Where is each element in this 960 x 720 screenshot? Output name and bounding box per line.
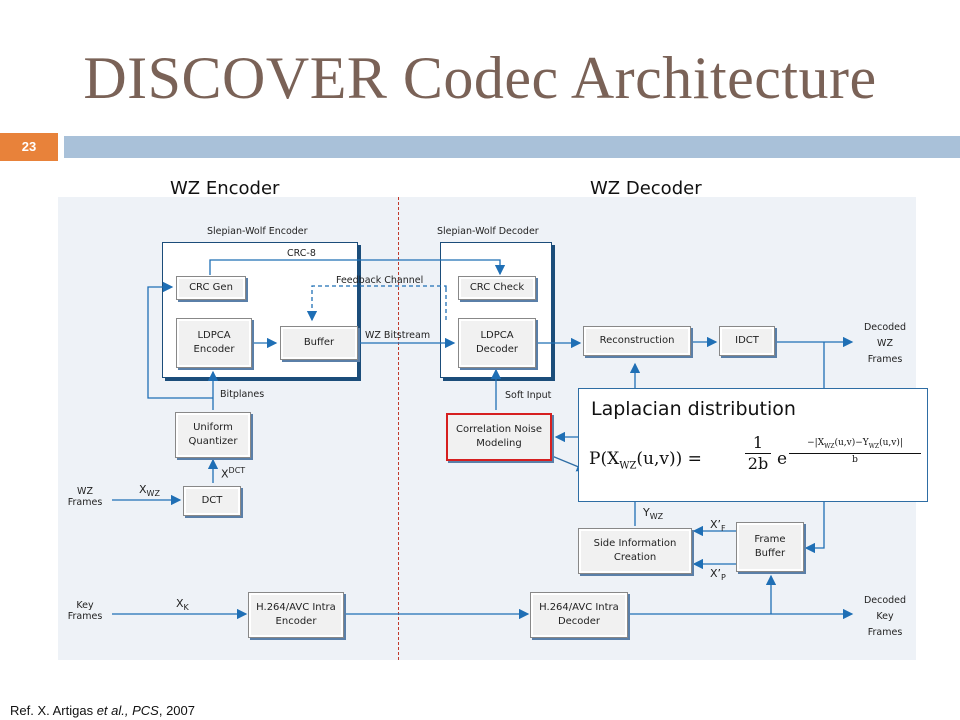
encoder-heading: WZ Encoder: [170, 178, 280, 199]
x-wz-label: XWZ: [139, 483, 160, 499]
h264-intra-encoder-block: H.264/AVC Intra Encoder: [248, 592, 344, 638]
slide-title: DISCOVER Codec Architecture: [83, 45, 877, 111]
soft-input-label: Soft Input: [505, 390, 552, 401]
bitplanes-label: Bitplanes: [220, 389, 265, 400]
uniform-quantizer-block: Uniform Quantizer: [175, 412, 251, 458]
sw-decoder-label: Slepian-Wolf Decoder: [437, 226, 539, 237]
dct-block: DCT: [183, 486, 241, 516]
y-wz-label: YWZ: [643, 506, 664, 522]
reference-citation: Ref. X. Artigas et al., PCS, 2007: [10, 703, 195, 718]
x-f-label: X’F: [710, 518, 726, 534]
side-information-creation-block: Side Information Creation: [578, 528, 692, 574]
ldpca-decoder-block: LDPCA Decoder: [458, 318, 536, 368]
correlation-noise-modeling-block: Correlation Noise Modeling: [446, 413, 552, 461]
crc8-label: CRC-8: [287, 248, 316, 259]
crc-check-block: CRC Check: [458, 276, 536, 300]
x-p-label: X’P: [710, 567, 726, 583]
x-dct-label: XDCT: [221, 466, 246, 481]
buffer-block: Buffer: [280, 326, 358, 360]
wz-bitstream-label: WZ Bitstream: [365, 330, 431, 341]
header-bar: [64, 136, 960, 158]
laplacian-title: Laplacian distribution: [591, 398, 796, 420]
page-number: 23: [0, 133, 58, 161]
feedback-channel-label: Feedback Channel: [336, 275, 424, 286]
decoder-heading: WZ Decoder: [590, 178, 702, 199]
h264-intra-decoder-block: H.264/AVC Intra Decoder: [530, 592, 628, 638]
x-k-label: XK: [176, 597, 189, 613]
frame-buffer-block: Frame Buffer: [736, 522, 804, 572]
encoder-decoder-divider: [398, 197, 399, 660]
laplacian-callout: Laplacian distribution P(XWZ(u,v)) = 1 2…: [578, 388, 928, 502]
sw-encoder-label: Slepian-Wolf Encoder: [207, 226, 308, 237]
crc-gen-block: CRC Gen: [176, 276, 246, 300]
idct-block: IDCT: [719, 326, 775, 356]
laplacian-formula: P(XWZ(u,v)) = 1 2b e −|XWZ(u,v)−YWZ(u,v)…: [589, 433, 921, 493]
reconstruction-block: Reconstruction: [583, 326, 691, 356]
ldpca-encoder-block: LDPCA Encoder: [176, 318, 252, 368]
